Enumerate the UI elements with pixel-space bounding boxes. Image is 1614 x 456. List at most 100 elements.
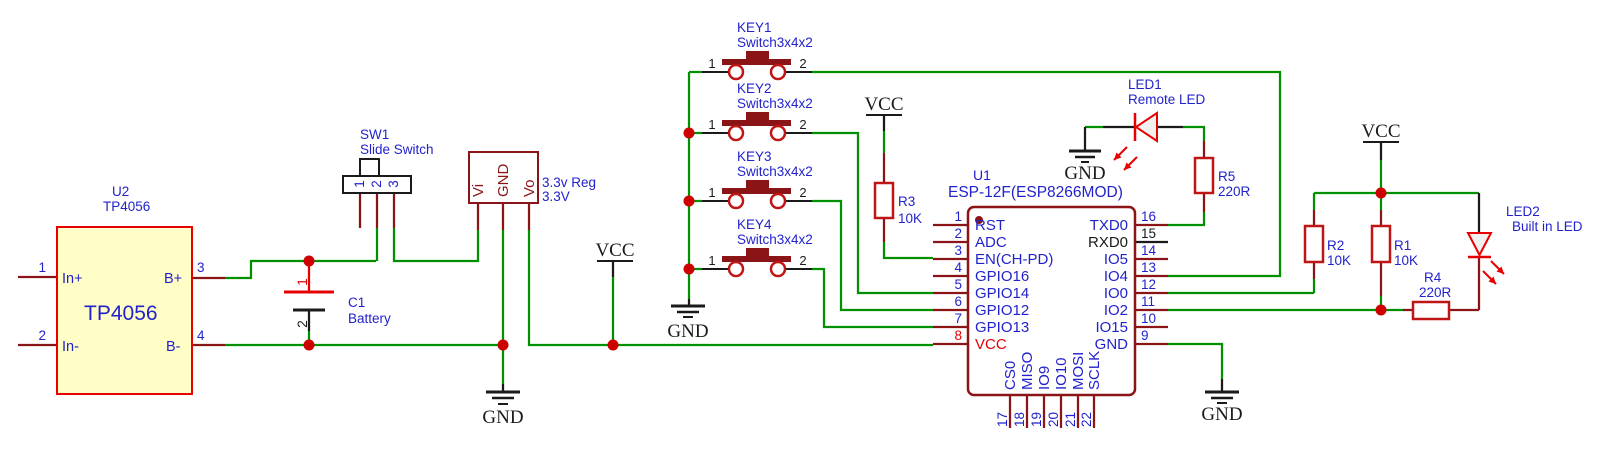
value-key3: Switch3x4x2 [737, 164, 813, 179]
ref-r2: R2 [1327, 238, 1344, 253]
u2-pin-name: B+ [164, 271, 182, 287]
key-pin-number: 2 [799, 185, 806, 200]
ref-key3: KEY3 [737, 149, 772, 164]
sw1-pin-number: 3 [386, 180, 401, 188]
junction-dot [683, 263, 695, 275]
key-bar [722, 59, 791, 65]
component-r2[interactable] [1303, 224, 1325, 264]
u1-pin-name: GPIO14 [975, 285, 1029, 302]
u1-pin-number: 11 [1141, 294, 1155, 309]
wire [225, 259, 376, 280]
component-u2-tp4056[interactable] [56, 226, 193, 395]
component-r5[interactable] [1193, 156, 1215, 195]
u2-pin-name: In- [62, 339, 79, 355]
key-pin-number: 2 [799, 117, 806, 132]
junction-dot [607, 339, 619, 351]
u1-pin-number: 12 [1141, 277, 1156, 292]
value-led2: Built in LED [1512, 219, 1583, 234]
key-bump [746, 112, 769, 120]
value-r4: 220R [1419, 285, 1452, 300]
wire-key1-io4 [812, 70, 1282, 278]
u1-pin-name: EN(CH-PD) [975, 251, 1053, 268]
component-key2[interactable] [769, 124, 787, 142]
u1-pin-number: 15 [1141, 226, 1156, 241]
u1-pin-number: 10 [1141, 311, 1156, 326]
wire-vcc-rail [527, 230, 933, 347]
led-emission-arrow [1496, 266, 1504, 274]
u1-pin-name: IO5 [1104, 251, 1128, 268]
wire-txd0-r5 [1168, 212, 1206, 227]
component-u1-esp12f[interactable] [966, 205, 1137, 397]
u2-pin-number: 1 [38, 260, 46, 275]
component-key1[interactable] [769, 63, 787, 81]
reg-pin-name: Vo [521, 179, 538, 197]
key-bar [722, 188, 791, 194]
wire [392, 228, 480, 263]
u1-pin-name: IO9 [1036, 366, 1053, 390]
c1-pin-number: 2 [295, 320, 310, 328]
value-sw1: Slide Switch [360, 142, 434, 157]
value-r2: 10K [1327, 253, 1351, 268]
component-led2[interactable] [1466, 232, 1493, 258]
u1-pin-number: 9 [1141, 328, 1149, 343]
key-bump [746, 180, 769, 188]
key-pin-number: 1 [708, 56, 715, 71]
u1-pin-number: 6 [954, 294, 962, 309]
ref-r5: R5 [1218, 169, 1235, 184]
component-regulator[interactable] [468, 151, 539, 204]
u1-pin-number: 1 [954, 209, 962, 224]
u1-pin-name: MISO [1019, 352, 1036, 390]
value-regulator: 3.3v Reg [542, 175, 596, 190]
reg-pin-name: Vi [470, 184, 487, 197]
value-r3: 10K [898, 211, 922, 226]
component-key3[interactable] [727, 192, 745, 210]
u1-pin-name: IO10 [1053, 357, 1070, 390]
sw1-pin-number: 2 [369, 180, 384, 188]
u1-pin-name: TXD0 [1090, 217, 1128, 234]
component-key4[interactable] [769, 260, 787, 278]
component-key2[interactable] [727, 124, 745, 142]
ref-u2: U2 [112, 184, 129, 199]
net-label-vcc: VCC [1361, 121, 1400, 142]
wire-r3-en [882, 242, 933, 260]
u2-body-label: TP4056 [84, 302, 158, 325]
ref-r3: R3 [898, 194, 915, 209]
net-label-gnd: GND [482, 407, 523, 428]
key-bump [746, 248, 769, 256]
component-key4[interactable] [727, 260, 745, 278]
u1-pin-number: 22 [1079, 412, 1094, 427]
u1-pin-name: GPIO13 [975, 319, 1029, 336]
key-bar [722, 256, 791, 262]
junction-dot [303, 255, 315, 267]
component-sw1-body[interactable] [342, 175, 412, 194]
u1-pin-number: 21 [1063, 412, 1078, 427]
component-r1[interactable] [1370, 224, 1392, 264]
u1-pin-number: 2 [954, 226, 962, 241]
ref-r4: R4 [1424, 270, 1442, 285]
net-label-gnd: GND [1201, 404, 1242, 425]
component-r3[interactable] [873, 181, 895, 220]
component-sw1-knob[interactable] [359, 158, 380, 177]
key-pin-number: 2 [799, 253, 806, 268]
component-led1[interactable] [1134, 111, 1158, 143]
junction-dot [497, 339, 509, 351]
wire-key2-gpio14 [812, 131, 933, 295]
u1-pin-name: IO15 [1095, 319, 1128, 336]
u1-pin-name: RST [975, 217, 1005, 234]
u1-pin-number: 20 [1046, 412, 1061, 427]
ref-c1: C1 [348, 295, 365, 310]
u1-pin-number: 19 [1029, 412, 1044, 427]
u1-pin-name: GPIO12 [975, 302, 1029, 319]
net-label-gnd: GND [667, 321, 708, 342]
component-key1[interactable] [727, 63, 745, 81]
value-regulator2: 3.3V [542, 189, 570, 204]
ref-key1: KEY1 [737, 20, 772, 35]
u1-pin-name: IO4 [1104, 268, 1128, 285]
component-r4[interactable] [1411, 300, 1451, 321]
junction-dot [1375, 187, 1387, 199]
component-key3[interactable] [769, 192, 787, 210]
u2-pin-number: 3 [197, 260, 205, 275]
u2-pin-number: 4 [197, 328, 205, 343]
